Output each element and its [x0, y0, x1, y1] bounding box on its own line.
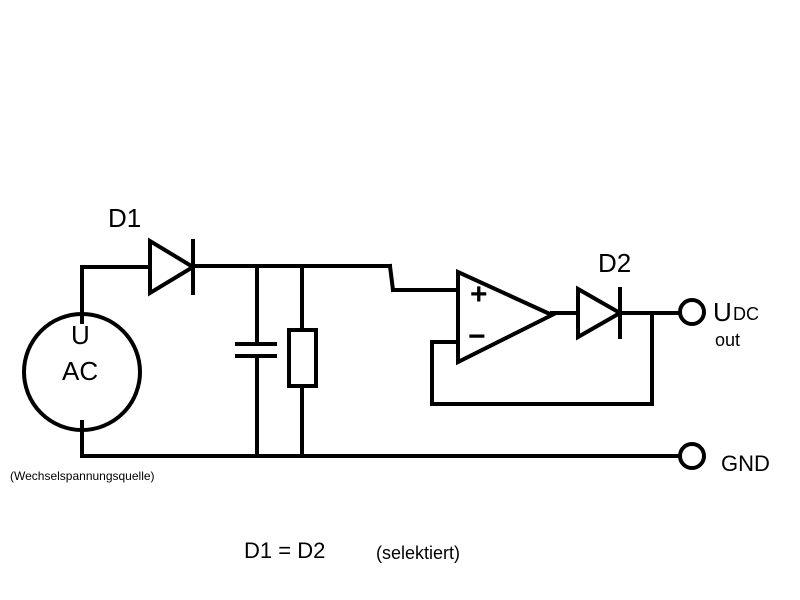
label-d1: D1: [108, 203, 142, 233]
diode-d2: [576, 285, 625, 341]
label-out-u: U: [713, 297, 732, 327]
terminal-gnd: [678, 442, 706, 470]
label-d2: D2: [598, 248, 632, 278]
diode-d1: [148, 237, 197, 297]
ac-source: [22, 312, 142, 432]
terminal-udc-out: [678, 298, 706, 326]
opamp-plus-sign: +: [470, 278, 488, 311]
label-out-sub: DC: [733, 304, 759, 324]
label-out-suffix: out: [715, 330, 741, 350]
label-source-ac: AC: [62, 356, 99, 386]
opamp-minus-sign: −: [468, 320, 486, 353]
label-source-u: U: [71, 320, 90, 350]
wire-to-opamp-step: [387, 263, 396, 293]
opamp: [456, 268, 557, 366]
label-source-note: (Wechselspannungsquelle): [10, 469, 155, 483]
label-gnd: GND: [721, 451, 770, 476]
resistor: [287, 328, 318, 388]
label-equation: D1 = D2: [244, 538, 326, 563]
label-equation-note: (selektiert): [376, 543, 461, 563]
